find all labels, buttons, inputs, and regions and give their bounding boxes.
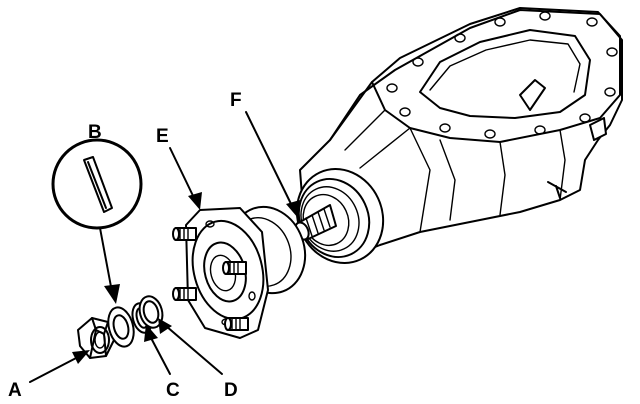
washer-detail-callout xyxy=(51,138,143,304)
leader-lines xyxy=(29,111,300,383)
label-b: B xyxy=(88,122,102,143)
flange-nut xyxy=(77,317,115,359)
retainer-ring xyxy=(138,295,164,329)
label-d: D xyxy=(224,380,238,401)
flange-studs xyxy=(172,227,249,331)
flange-bolt-holes xyxy=(386,11,618,139)
label-e: E xyxy=(156,126,169,147)
pinion-seal-assembly xyxy=(294,168,385,264)
companion-flange xyxy=(172,205,307,339)
label-a: A xyxy=(8,380,22,401)
washer xyxy=(107,306,135,348)
label-c: C xyxy=(166,380,180,401)
label-f: F xyxy=(230,90,242,111)
